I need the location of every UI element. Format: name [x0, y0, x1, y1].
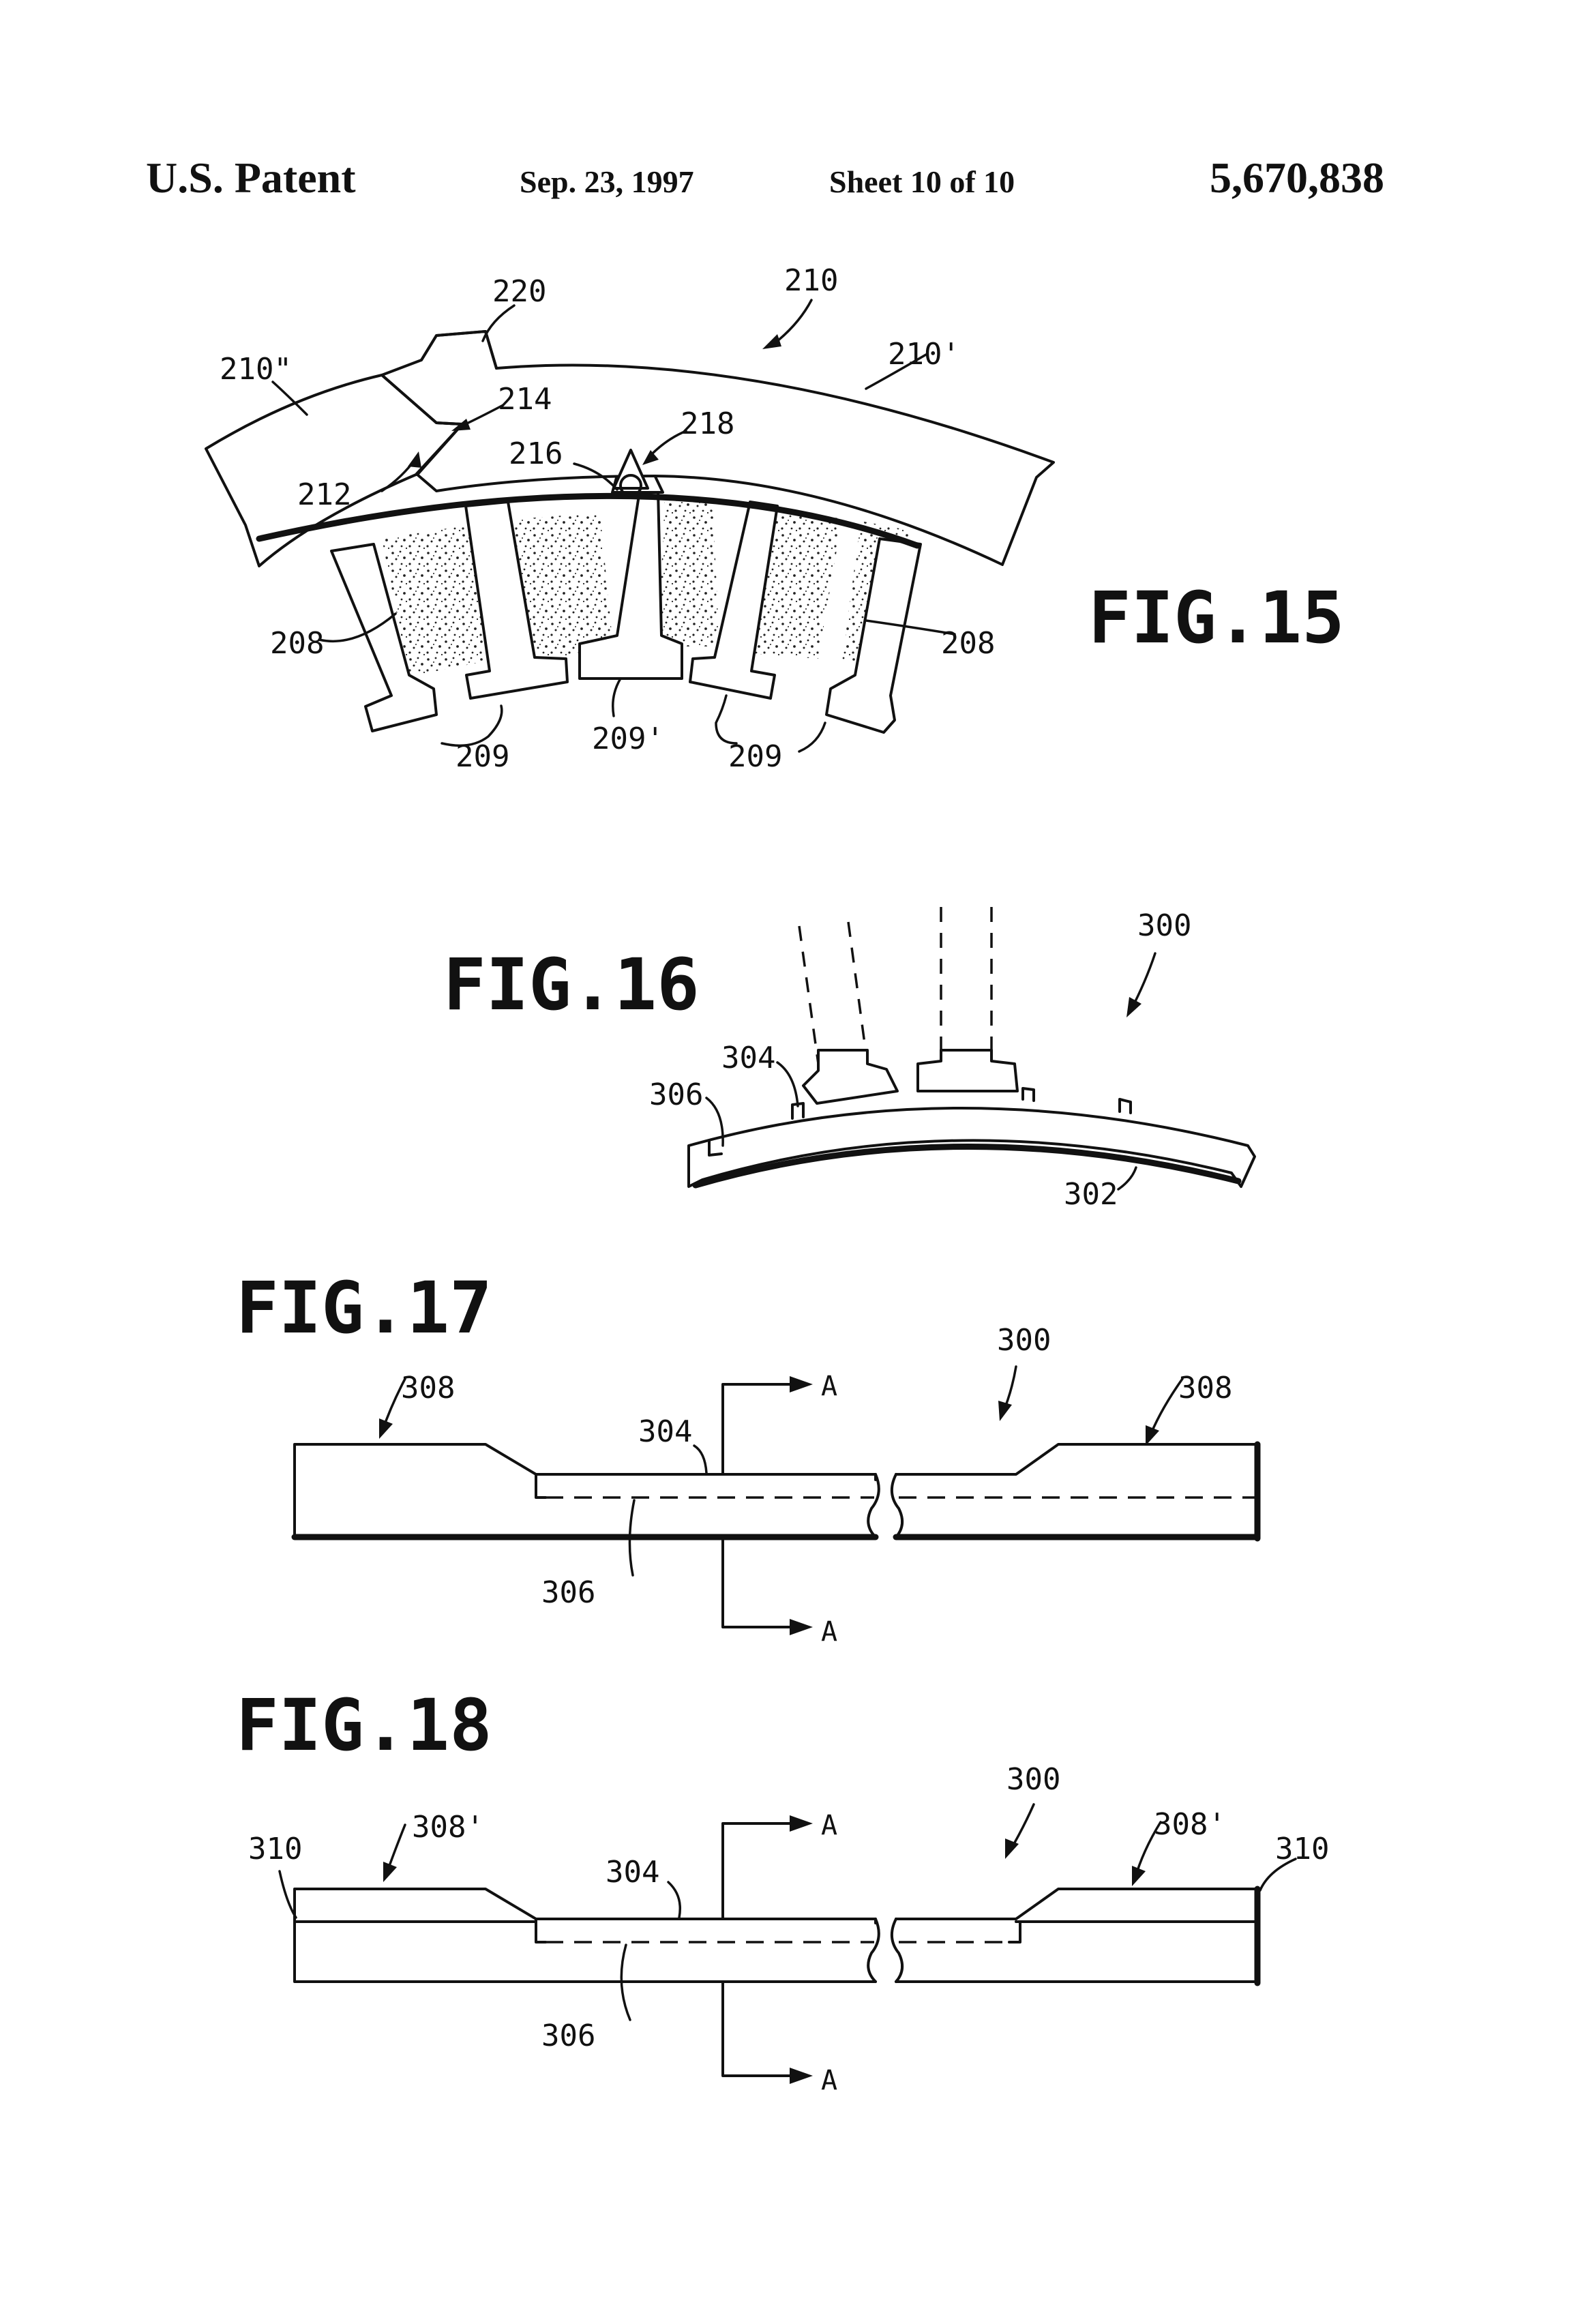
fig18-label-308-prime-left: 308'	[412, 1810, 484, 1845]
fig18-section-arrow-top	[790, 1815, 813, 1832]
fig17-section-arrow-bottom	[790, 1619, 813, 1635]
fig17-label-300: 300	[997, 1323, 1051, 1358]
fig18-left-body	[295, 1889, 876, 1982]
fig16-tooth-left	[803, 1050, 897, 1103]
label-208-right: 208	[941, 626, 995, 661]
fig16-label-300: 300	[1137, 908, 1191, 943]
header-sheet-number: Sheet 10 of 10	[829, 164, 1015, 199]
fig16-tooth-right	[918, 1050, 1017, 1091]
figure-18: FIG.18 A A 310 308' 300 30	[236, 1684, 1329, 2096]
fig16-label-304: 304	[721, 1041, 775, 1075]
fig18-label-304: 304	[606, 1855, 659, 1890]
tooth-209-right	[826, 539, 921, 732]
label-216: 216	[509, 436, 563, 471]
label-210-double-prime: 210"	[220, 352, 292, 387]
label-209-prime: 209'	[592, 721, 664, 756]
fig17-section-label-bottom: A	[821, 1616, 837, 1648]
fig16-tab-2	[1023, 1088, 1034, 1101]
fig18-right-body	[896, 1889, 1257, 1982]
label-220: 220	[492, 274, 546, 309]
header-title: U.S. Patent	[146, 153, 356, 202]
label-214: 214	[498, 382, 552, 417]
label-212: 212	[297, 477, 351, 512]
fig16-caption: FIG.16	[443, 943, 700, 1026]
label-208-left: 208	[270, 626, 324, 661]
fig17-label-304: 304	[638, 1414, 692, 1449]
fig17-section-line-top	[723, 1384, 791, 1473]
fig18-label-306: 306	[541, 2018, 595, 2053]
fig17-left-break	[868, 1474, 879, 1537]
fig16-tab-3	[1120, 1099, 1131, 1113]
fig18-label-310-left: 310	[248, 1832, 302, 1866]
label-209-left: 209	[456, 739, 509, 774]
label-209-right: 209	[728, 739, 782, 774]
fig17-right-body	[896, 1444, 1257, 1537]
fig18-section-line-top	[723, 1823, 791, 1918]
fig18-section-label-top: A	[821, 1810, 837, 1841]
figure-16: FIG.16 300 304 306 302	[443, 907, 1255, 1212]
fig18-left-step	[536, 1919, 546, 1942]
fig18-section-line-bottom	[723, 1983, 791, 2076]
fig18-section-arrow-bottom	[790, 2068, 813, 2084]
fig18-label-308-prime-right: 308'	[1154, 1807, 1226, 1842]
fig18-right-step	[1009, 1922, 1020, 1942]
tooth-outline-left-dashed	[799, 926, 818, 1064]
fig17-label-306: 306	[541, 1575, 595, 1610]
patent-header: U.S. Patent Sep. 23, 1997 Sheet 10 of 10…	[146, 153, 1384, 202]
fig18-label-300: 300	[1006, 1762, 1060, 1797]
fig17-label-308-left: 308	[401, 1371, 455, 1405]
fig18-caption: FIG.18	[236, 1684, 492, 1767]
header-patent-number: 5,670,838	[1210, 153, 1384, 202]
fig17-section-label-top: A	[821, 1371, 837, 1402]
fig17-caption: FIG.17	[236, 1266, 492, 1350]
figure-17: FIG.17 A A 308 300 308 304 306	[236, 1266, 1257, 1648]
fig18-left-break	[868, 1919, 879, 1982]
label-210: 210	[784, 263, 838, 298]
fig17-section-line-bottom	[723, 1538, 791, 1627]
fig17-left-body	[295, 1444, 876, 1537]
fig18-label-310-right: 310	[1275, 1832, 1329, 1866]
fig17-right-break	[892, 1474, 902, 1537]
fig17-section-arrow-top	[790, 1376, 813, 1392]
header-date: Sep. 23, 1997	[520, 164, 694, 199]
fig17-label-308-right: 308	[1178, 1371, 1232, 1405]
fig16-label-302: 302	[1064, 1177, 1118, 1212]
fig16-label-306: 306	[649, 1077, 703, 1112]
fig15-caption: FIG.15	[1088, 576, 1345, 659]
fig17-left-step	[536, 1474, 546, 1498]
tooth-outline-left-dashed-2	[848, 922, 867, 1064]
figure-15: 220 210 210" 210' 214 218 216 212 208 20…	[206, 263, 1345, 774]
label-210-prime: 210'	[888, 337, 960, 372]
label-218: 218	[681, 406, 734, 441]
fig18-right-break	[892, 1919, 902, 1982]
fig18-section-label-bottom: A	[821, 2065, 837, 2096]
